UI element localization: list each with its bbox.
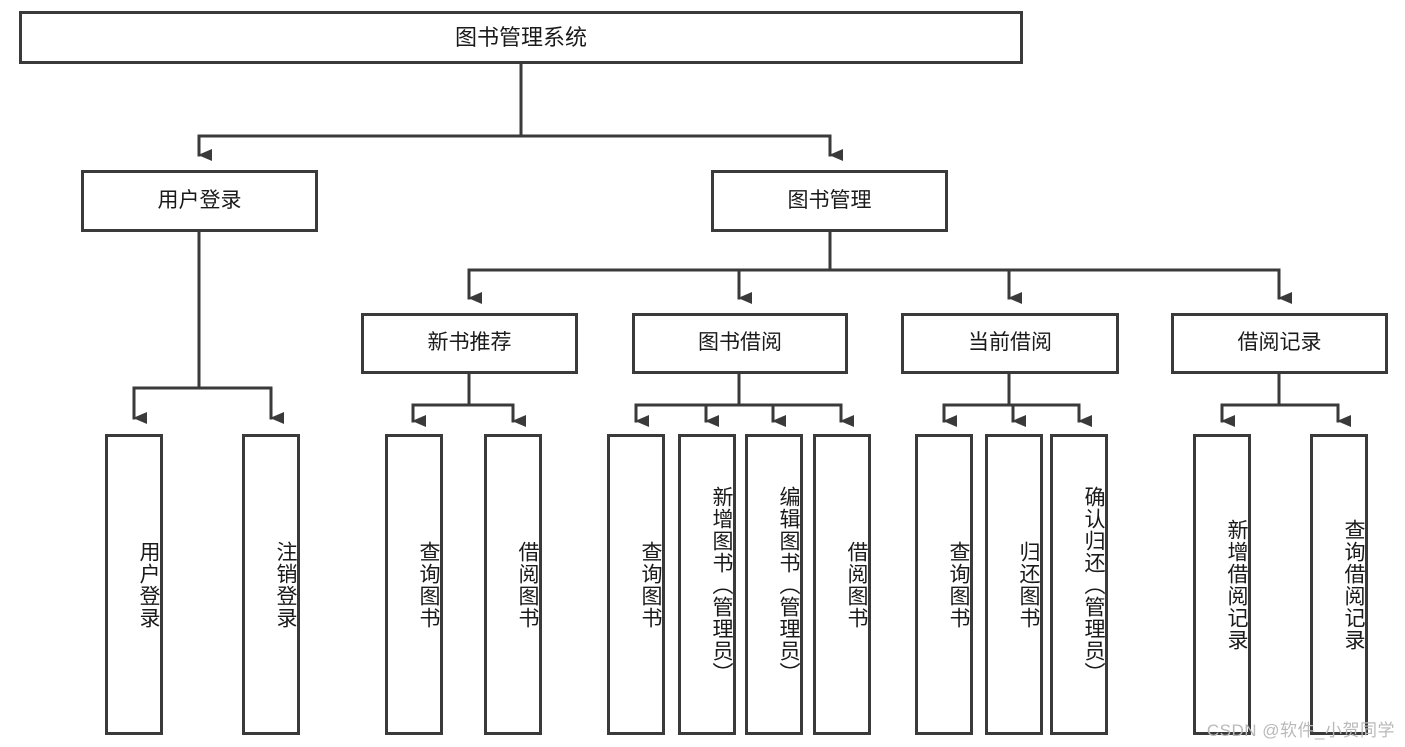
node-label: 借阅图书 — [516, 540, 539, 629]
node-label: 查询图书 — [947, 540, 970, 629]
node-label: 注销登录 — [274, 540, 297, 629]
leaf-borrow-book[interactable]: 借阅图书 — [813, 434, 871, 735]
leaf-confirm-return[interactable]: 确认归还（管理员） — [1050, 434, 1108, 735]
leaf-user-login[interactable]: 用户登录 — [105, 434, 163, 735]
node-label: 新增借阅记录 — [1225, 518, 1248, 651]
node-label: 新增图书（管理员） — [710, 485, 733, 684]
leaf-query-borrow-record[interactable]: 查询借阅记录 — [1310, 434, 1368, 735]
node-label: 借阅图书 — [845, 540, 868, 629]
leaf-query-book-current[interactable]: 查询图书 — [915, 434, 973, 735]
leaf-borrow-book-recommend[interactable]: 借阅图书 — [484, 434, 542, 735]
node-label: 查询借阅记录 — [1342, 518, 1365, 651]
node-label: 用户登录 — [157, 188, 242, 212]
node-label: 查询图书 — [417, 540, 440, 629]
leaf-add-borrow-record[interactable]: 新增借阅记录 — [1193, 434, 1251, 735]
node-root-system[interactable]: 图书管理系统 — [19, 11, 1023, 64]
node-user-login[interactable]: 用户登录 — [81, 170, 318, 232]
node-new-book-recommend[interactable]: 新书推荐 — [361, 313, 578, 374]
node-label: 图书借阅 — [698, 331, 782, 355]
node-label: 查询图书 — [639, 540, 662, 629]
node-label: 用户登录 — [137, 540, 160, 629]
leaf-query-book-recommend[interactable]: 查询图书 — [385, 434, 443, 735]
node-current-borrow[interactable]: 当前借阅 — [901, 313, 1119, 374]
node-label: 编辑图书（管理员） — [777, 485, 800, 684]
csdn-watermark: CSDN @软件_小贺同学 — [1206, 721, 1395, 740]
node-label: 确认归还（管理员） — [1082, 485, 1105, 684]
leaf-query-book-borrow[interactable]: 查询图书 — [607, 434, 665, 735]
leaf-logout-login[interactable]: 注销登录 — [242, 434, 300, 735]
leaf-add-book[interactable]: 新增图书（管理员） — [678, 434, 736, 735]
node-label: 图书管理系统 — [454, 24, 587, 50]
node-label: 归还图书 — [1017, 540, 1040, 629]
node-label: 当前借阅 — [968, 331, 1052, 355]
leaf-return-book[interactable]: 归还图书 — [985, 434, 1043, 735]
node-label: 图书管理 — [787, 188, 872, 212]
node-book-borrow[interactable]: 图书借阅 — [632, 313, 848, 374]
leaf-edit-book[interactable]: 编辑图书（管理员） — [745, 434, 803, 735]
node-book-manage[interactable]: 图书管理 — [711, 170, 948, 232]
node-label: 新书推荐 — [427, 331, 512, 355]
node-label: 借阅记录 — [1237, 331, 1322, 355]
node-borrow-record[interactable]: 借阅记录 — [1171, 313, 1388, 374]
